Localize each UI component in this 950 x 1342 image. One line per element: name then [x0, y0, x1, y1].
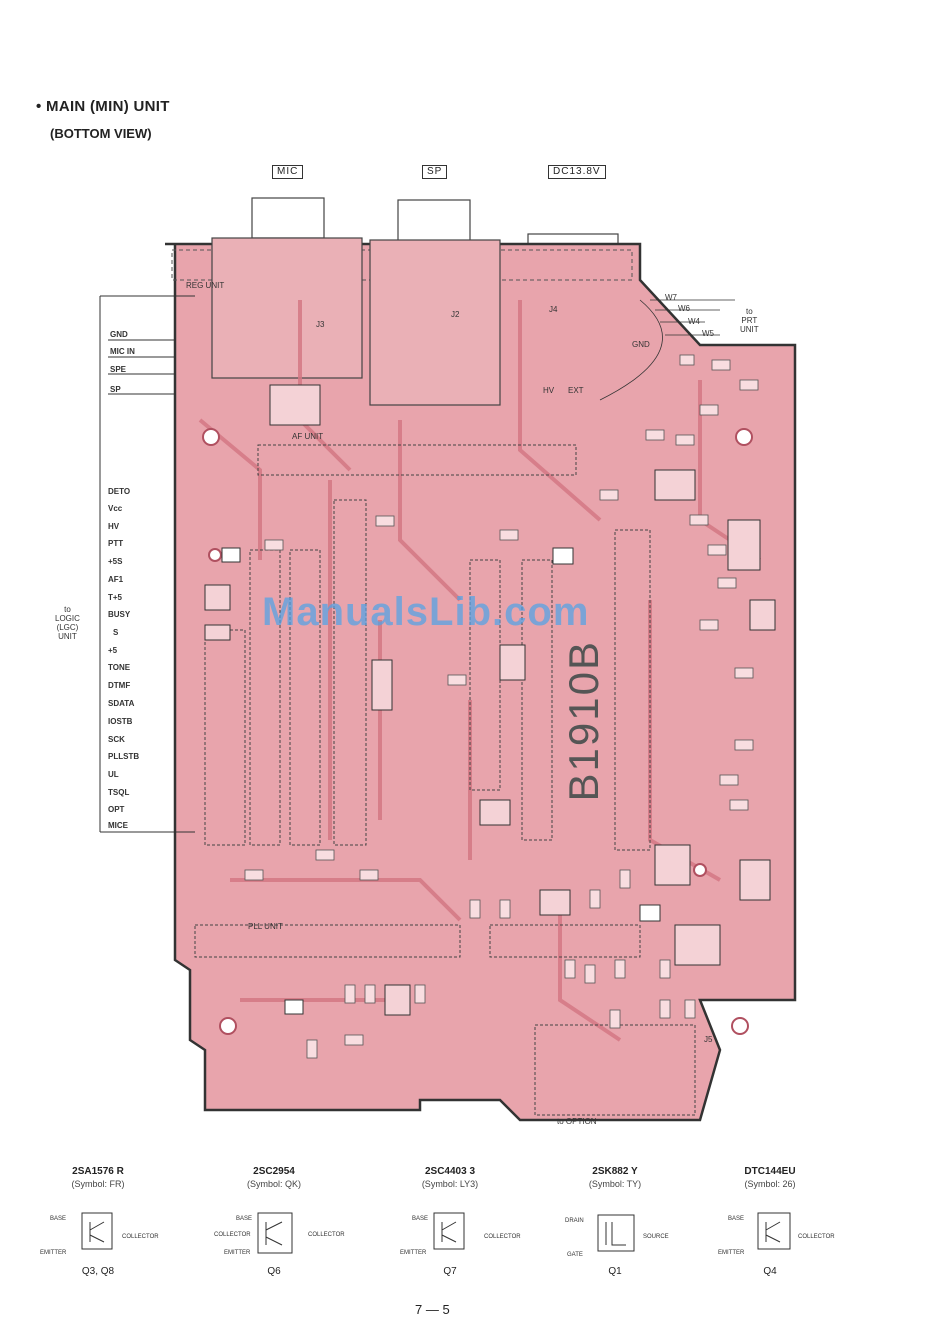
pin-label: COLLECTOR [308, 1232, 345, 1238]
pin-t5: T+5 [108, 593, 123, 602]
watermark: ManualsLib.com [262, 590, 590, 634]
pin-ptt: PTT [108, 539, 124, 548]
connector-dc-label: DC13.8V [548, 165, 606, 179]
transistor-2sa1576: 2SA1576 R (Symbol: FR) Q3, Q8 BASE EMITT… [18, 1166, 178, 1277]
w7-label: W7 [665, 293, 677, 302]
connector-sp-label: SP [422, 165, 448, 179]
transistor-ref: Q7 [443, 1266, 457, 1277]
board-part-number: B1910B [560, 640, 607, 802]
transistor-symbol: (Symbol: FR) [71, 1179, 125, 1189]
page-number: 7 — 5 [415, 1302, 450, 1317]
page-subtitle: (BOTTOM VIEW) [50, 126, 152, 141]
pin-busy: BUSY [108, 610, 131, 619]
transistor-name: 2SK882 Y [592, 1166, 638, 1177]
pin-label: DRAIN [565, 1218, 584, 1224]
pin-hv: HV [108, 522, 120, 531]
pll-unit-label: PLL UNIT [248, 922, 283, 931]
pin-label: BASE [236, 1216, 253, 1222]
connector-mic-label: MIC [272, 165, 304, 179]
pin-ul: UL [108, 770, 119, 779]
transistor-symbol: (Symbol: 26) [744, 1179, 796, 1189]
gnd-label: GND [632, 340, 650, 349]
pin-iostb: IOSTB [108, 717, 133, 726]
pin-label: COLLECTOR [214, 1232, 251, 1238]
pin-tone: TONE [108, 663, 131, 672]
pin-label: SOURCE [643, 1234, 669, 1240]
hv-label: HV [543, 386, 555, 395]
ext-label: EXT [568, 386, 584, 395]
pin-mice: MICE [108, 821, 128, 830]
w6-label: W6 [678, 304, 690, 313]
transistor-name: 2SC2954 [253, 1166, 295, 1177]
pin-5: +5 [108, 646, 118, 655]
pin-label: COLLECTOR [484, 1234, 521, 1240]
transistor-ref: Q4 [763, 1266, 777, 1277]
j2-label: J2 [451, 310, 460, 319]
transistor-ref: Q1 [608, 1266, 622, 1277]
pin-label: EMITTER [718, 1250, 745, 1256]
w4-label: W4 [688, 317, 700, 326]
pin-deto: DETO [108, 487, 131, 496]
pin-mic-in: MIC IN [110, 347, 135, 356]
to-logic-unit-label: to LOGIC (LGC) UNIT [55, 605, 80, 641]
j5-label: J5 [704, 1035, 713, 1044]
pin-dtmf: DTMF [108, 681, 131, 690]
pin-5s: +5S [108, 557, 123, 566]
w5-label: W5 [702, 329, 714, 338]
j4-label: J4 [549, 305, 558, 314]
pin-label: BASE [50, 1216, 67, 1222]
transistor-name: DTC144EU [744, 1166, 796, 1177]
transistor-ref: Q6 [267, 1266, 281, 1277]
transistor-ref: Q3, Q8 [81, 1266, 115, 1277]
pin-label: EMITTER [40, 1250, 67, 1256]
af-unit-label: AF UNIT [292, 432, 324, 441]
transistor-2sk882: 2SK882 Y (Symbol: TY) Q1 DRAIN GATE SOUR… [535, 1166, 695, 1277]
j3-label: J3 [316, 320, 325, 329]
pin-label: EMITTER [224, 1250, 251, 1256]
pin-s: S [113, 628, 119, 637]
pin-gnd: GND [110, 330, 128, 339]
pin-sdata: SDATA [108, 699, 135, 708]
transistor-symbol: (Symbol: QK) [246, 1179, 301, 1189]
pin-tsql: TSQL [108, 788, 130, 797]
pin-opt: OPT [108, 805, 125, 814]
pin-label: COLLECTOR [798, 1234, 835, 1240]
pin-pllstb: PLLSTB [108, 752, 140, 761]
pin-sp: SP [110, 385, 121, 394]
transistor-symbol: (Symbol: LY3) [421, 1179, 479, 1189]
to-option-label: to OPTION [557, 1117, 597, 1126]
reg-unit-label: REG UNIT [186, 281, 225, 290]
transistor-dtc144eu: DTC144EU (Symbol: 26) Q4 BASE EMITTER CO… [690, 1166, 850, 1277]
transistor-symbol: (Symbol: TY) [588, 1179, 642, 1189]
transistor-2sc2954: 2SC2954 (Symbol: QK) Q6 BASE COLLECTOR E… [194, 1166, 354, 1277]
pin-af1: AF1 [108, 575, 124, 584]
pin-sck: SCK [108, 735, 125, 744]
pin-spe: SPE [110, 365, 127, 374]
pin-label: BASE [728, 1216, 745, 1222]
transistor-2sc4403: 2SC4403 3 (Symbol: LY3) Q7 BASE EMITTER … [370, 1166, 530, 1277]
transistor-name: 2SA1576 R [72, 1166, 124, 1177]
pin-vcc: Vcc [108, 504, 123, 513]
to-prt-unit-label: to PRT UNIT [740, 307, 759, 334]
pin-label: COLLECTOR [122, 1234, 159, 1240]
pin-label: BASE [412, 1216, 429, 1222]
pin-label: EMITTER [400, 1250, 427, 1256]
pin-label: GATE [567, 1252, 583, 1258]
page-title: • MAIN (MIN) UNIT [36, 98, 170, 115]
transistor-name: 2SC4403 3 [424, 1166, 476, 1177]
